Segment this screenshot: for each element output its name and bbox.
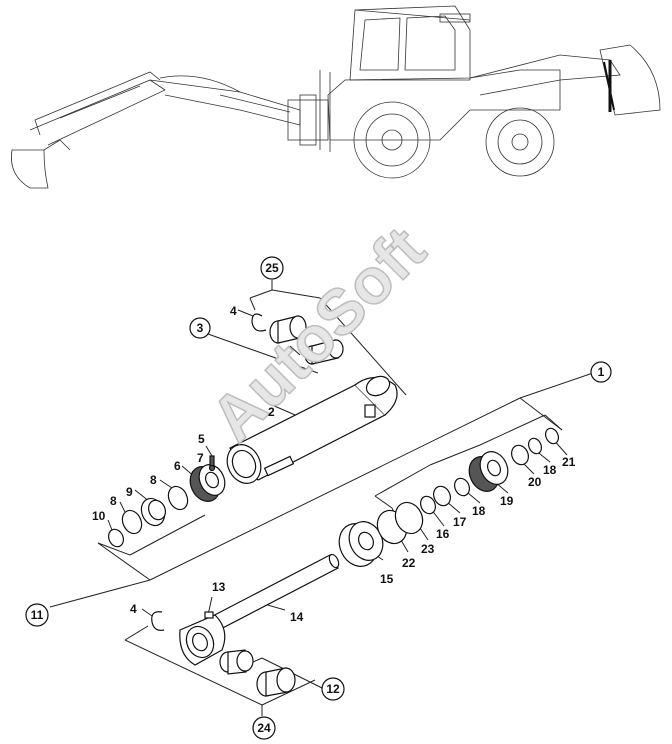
callout-18-right: 18: [543, 463, 557, 477]
callout-20: 20: [528, 475, 542, 489]
callout-19: 19: [500, 494, 514, 508]
seal-23: [394, 501, 424, 535]
callout-1: 1: [598, 365, 605, 379]
callout-4-top: 4: [230, 304, 237, 318]
callout-23: 23: [421, 542, 435, 556]
callout-5: 5: [198, 432, 205, 446]
ring-21: [544, 427, 560, 445]
callout-9: 9: [126, 485, 133, 499]
callout-10: 10: [92, 509, 106, 523]
ring-10: [108, 528, 124, 548]
callout-14: 14: [290, 610, 304, 624]
callout-8-upper: 8: [150, 473, 157, 487]
ring-20: [511, 444, 529, 466]
cylinder-parts: [108, 313, 560, 697]
pin-12: [219, 649, 254, 675]
callout-12: 12: [326, 682, 340, 696]
ring-18-b: [527, 437, 543, 455]
callout-labels: 25 3 1 11 12 24 4 2 5 7 6 8 9 8 10 13 14…: [25, 256, 612, 740]
cylinder-barrel-2: [226, 375, 398, 484]
gland-6: [189, 464, 226, 502]
ring-17: [433, 485, 451, 507]
callout-17: 17: [453, 515, 467, 529]
callout-4-lower: 4: [130, 602, 137, 616]
ring-8-a: [167, 485, 189, 511]
callout-8-lower: 8: [110, 494, 117, 508]
ring-16: [420, 495, 436, 515]
callout-6: 6: [174, 459, 181, 473]
callout-7: 7: [197, 451, 204, 465]
callout-2: 2: [268, 405, 275, 419]
callout-15: 15: [380, 572, 394, 586]
fitting-5: [209, 455, 215, 467]
pin-3: [304, 339, 344, 365]
callout-11: 11: [31, 608, 44, 622]
callout-16: 16: [436, 527, 450, 541]
part-19: [468, 451, 509, 492]
ring-8-b: [121, 509, 143, 535]
bushing-24: [256, 667, 296, 697]
wiper-9: [140, 497, 166, 527]
callout-13: 13: [212, 580, 226, 594]
backhoe-loader-illustration: [11, 5, 661, 189]
callout-22: 22: [402, 556, 416, 570]
snap-ring-4-top: [251, 313, 267, 332]
callout-24: 24: [257, 721, 271, 735]
callout-21: 21: [562, 455, 576, 469]
snap-ring-4-lower: [151, 611, 165, 631]
piston-15: [338, 521, 384, 567]
callout-25: 25: [265, 261, 279, 275]
bushing-25: [269, 315, 307, 344]
fitting-7: [208, 464, 216, 472]
callout-18-left: 18: [472, 504, 486, 518]
rod-eye-13: [179, 611, 226, 666]
ring-18-a: [454, 477, 470, 497]
callout-3: 3: [197, 321, 204, 335]
